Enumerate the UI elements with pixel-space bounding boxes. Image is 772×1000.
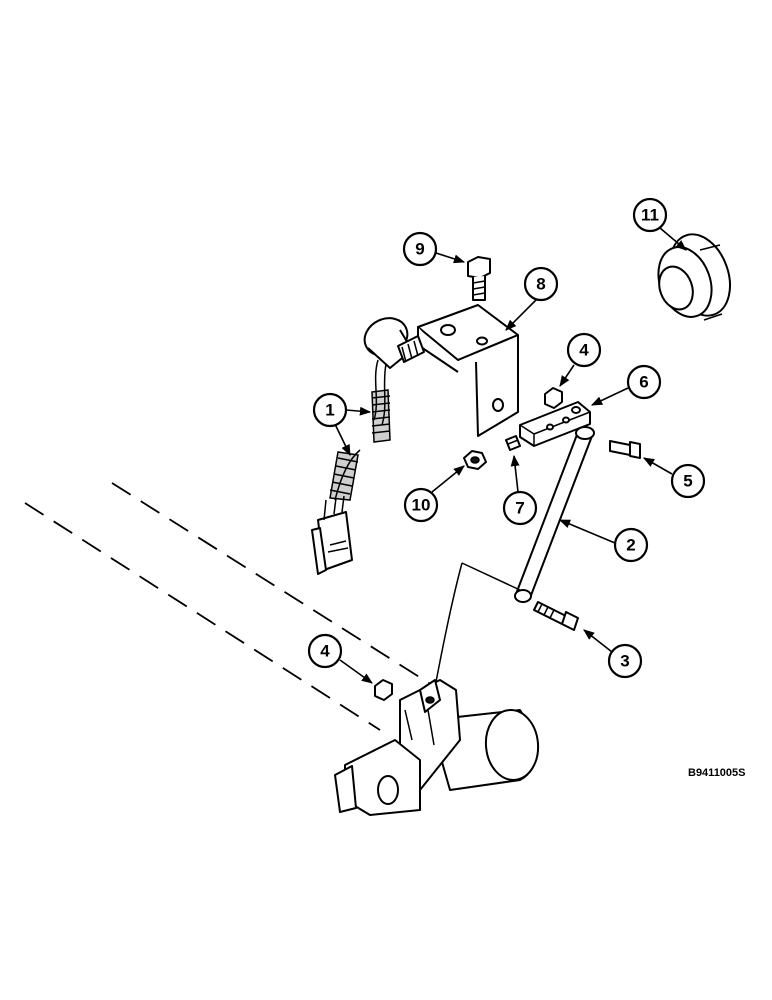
callout-7: 7 [502,454,538,526]
callout-5: 5 [643,457,706,499]
part-2-rod [514,426,595,603]
callout-3: 3 [583,629,643,679]
callout-label-2: 2 [626,536,635,555]
callout-1: 1 [312,392,372,457]
part-7-spacer [505,435,521,451]
callout-4-upper: 4 [559,332,602,387]
callout-label-11: 11 [641,206,659,225]
part-4-nut-lower [374,679,393,701]
callout-label-10: 10 [412,496,431,515]
part-4-nut-upper [544,387,563,409]
axle-dashed-lines [24,482,441,731]
part-9-bolt [467,256,491,301]
part-5-screw [609,440,641,459]
diagram-code: B9411005S [688,767,746,779]
part-11-cap [657,233,731,321]
callout-2: 2 [558,519,649,563]
callout-10: 10 [403,465,465,523]
callout-4-lower: 4 [307,633,373,684]
callout-8: 8 [505,266,559,331]
part-8-bracket [417,304,519,437]
callout-6: 6 [590,364,662,406]
callout-label-1: 1 [325,401,334,420]
callout-label-5: 5 [683,472,692,491]
part-6-link [519,401,591,447]
callout-label-9: 9 [415,240,424,259]
callout-label-8: 8 [536,275,545,294]
part-1-sensor [311,317,425,575]
part-10-nut [463,450,487,470]
linkage-arm [435,562,521,683]
callout-label-3: 3 [620,652,629,671]
callout-label-7: 7 [515,499,524,518]
callout-11: 11 [632,197,687,251]
part-3-bolt [533,601,579,631]
axle-assembly [334,679,540,816]
callout-label-4-lower: 4 [320,642,330,661]
callout-label-4-upper: 4 [579,341,589,360]
callout-label-6: 6 [639,373,648,392]
callout-9: 9 [402,231,466,267]
